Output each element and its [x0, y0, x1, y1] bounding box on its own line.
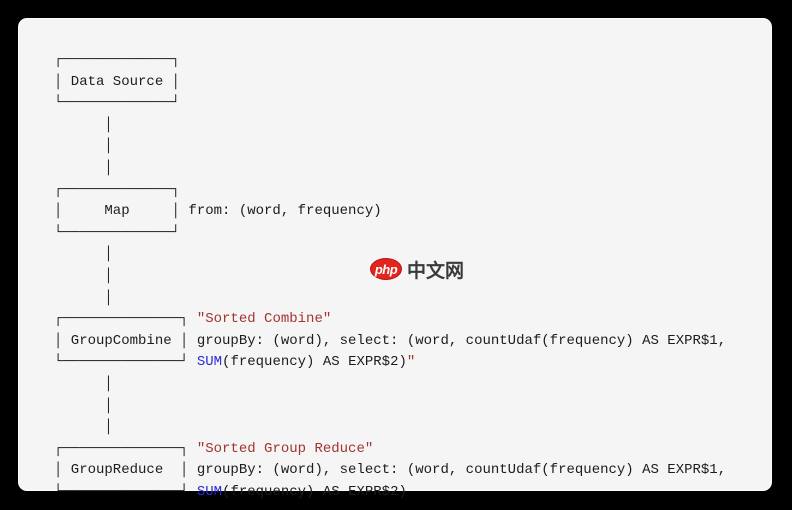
diagram-line: ┌──────────────┐ "Sorted Group Reduce"	[54, 439, 726, 461]
diagram-text-segment: │	[54, 289, 113, 306]
diagram-line: │	[54, 136, 726, 158]
diagram-text-segment: ┌─────────────┐	[54, 52, 181, 68]
diagram-line: └─────────────┘	[54, 223, 726, 245]
diagram-text-segment: ┌─────────────┐	[54, 181, 181, 198]
diagram-line: │	[54, 115, 726, 137]
diagram-text-segment: └──────────────┘	[54, 354, 197, 371]
diagram-text-segment: │ GroupReduce │ groupBy: (word), select:…	[54, 462, 727, 479]
diagram-text-segment: │	[54, 138, 113, 155]
diagram-text-segment: "	[406, 354, 416, 371]
diagram-line: │	[54, 244, 726, 266]
diagram-text-segment: │	[54, 397, 113, 414]
diagram-text-segment: │	[54, 375, 113, 392]
diagram-text-segment: ┌──────────────┐	[54, 440, 197, 457]
diagram-text-segment: │	[54, 116, 113, 133]
diagram-line: │	[54, 158, 726, 180]
diagram-line: │	[54, 288, 726, 310]
diagram-line: │ GroupCombine │ groupBy: (word), select…	[54, 331, 726, 353]
diagram-text-segment: │ Map │ from: (word, frequency)	[54, 203, 382, 220]
diagram-line: ┌──────────────┐ "Sorted Combine"	[54, 309, 726, 331]
php-cn-watermark: php 中文网	[370, 257, 465, 282]
diagram-text-segment: SUM	[196, 483, 223, 500]
diagram-text-segment: (frequency) AS EXPR$2)	[222, 483, 407, 500]
diagram-text-segment: │	[54, 267, 113, 284]
diagram-line: │ Map │ from: (word, frequency)	[54, 201, 726, 223]
diagram-text-segment: │	[54, 159, 113, 176]
diagram-text-segment: └─────────────┘	[54, 224, 181, 241]
diagram-line: └─────────────┘	[54, 93, 726, 115]
diagram-line: ┌─────────────┐	[54, 180, 726, 202]
watermark-text: 中文网	[407, 259, 465, 282]
diagram-text-segment: └──────────────┘	[54, 483, 197, 500]
diagram-text-segment: │ GroupCombine │ groupBy: (word), select…	[54, 332, 727, 349]
dataflow-ascii-diagram: ┌─────────────┐ │ Data Source │ └─────────…	[54, 50, 726, 503]
diagram-line: │	[54, 266, 726, 288]
diagram-text-segment: │	[54, 246, 113, 263]
diagram-text-segment: │ Data Source │	[54, 73, 181, 90]
diagram-line: │ Data Source │	[54, 72, 726, 94]
diagram-line: │	[54, 374, 726, 396]
diagram-text-segment: (frequency) AS EXPR$2)	[222, 354, 407, 371]
screenshot-panel: ┌─────────────┐ │ Data Source │ └─────────…	[18, 18, 772, 500]
diagram-line: │	[54, 417, 726, 439]
diagram-text-segment: │	[54, 419, 113, 436]
diagram-line: ┌─────────────┐	[54, 50, 726, 72]
diagram-text-segment: ┌──────────────┐	[54, 311, 197, 328]
diagram-line: └──────────────┘ SUM(frequency) AS EXPR$…	[54, 482, 726, 504]
diagram-text-segment: "Sorted Group Reduce"	[196, 440, 374, 457]
diagram-text-segment: "Sorted Combine"	[196, 311, 332, 328]
diagram-line: └──────────────┘ SUM(frequency) AS EXPR$…	[54, 352, 726, 374]
diagram-line: │ GroupReduce │ groupBy: (word), select:…	[54, 460, 726, 482]
php-logo-icon: php	[370, 258, 402, 280]
diagram-text-segment: SUM	[196, 354, 223, 371]
diagram-line: │	[54, 396, 726, 418]
diagram-text-segment: └─────────────┘	[54, 95, 181, 112]
